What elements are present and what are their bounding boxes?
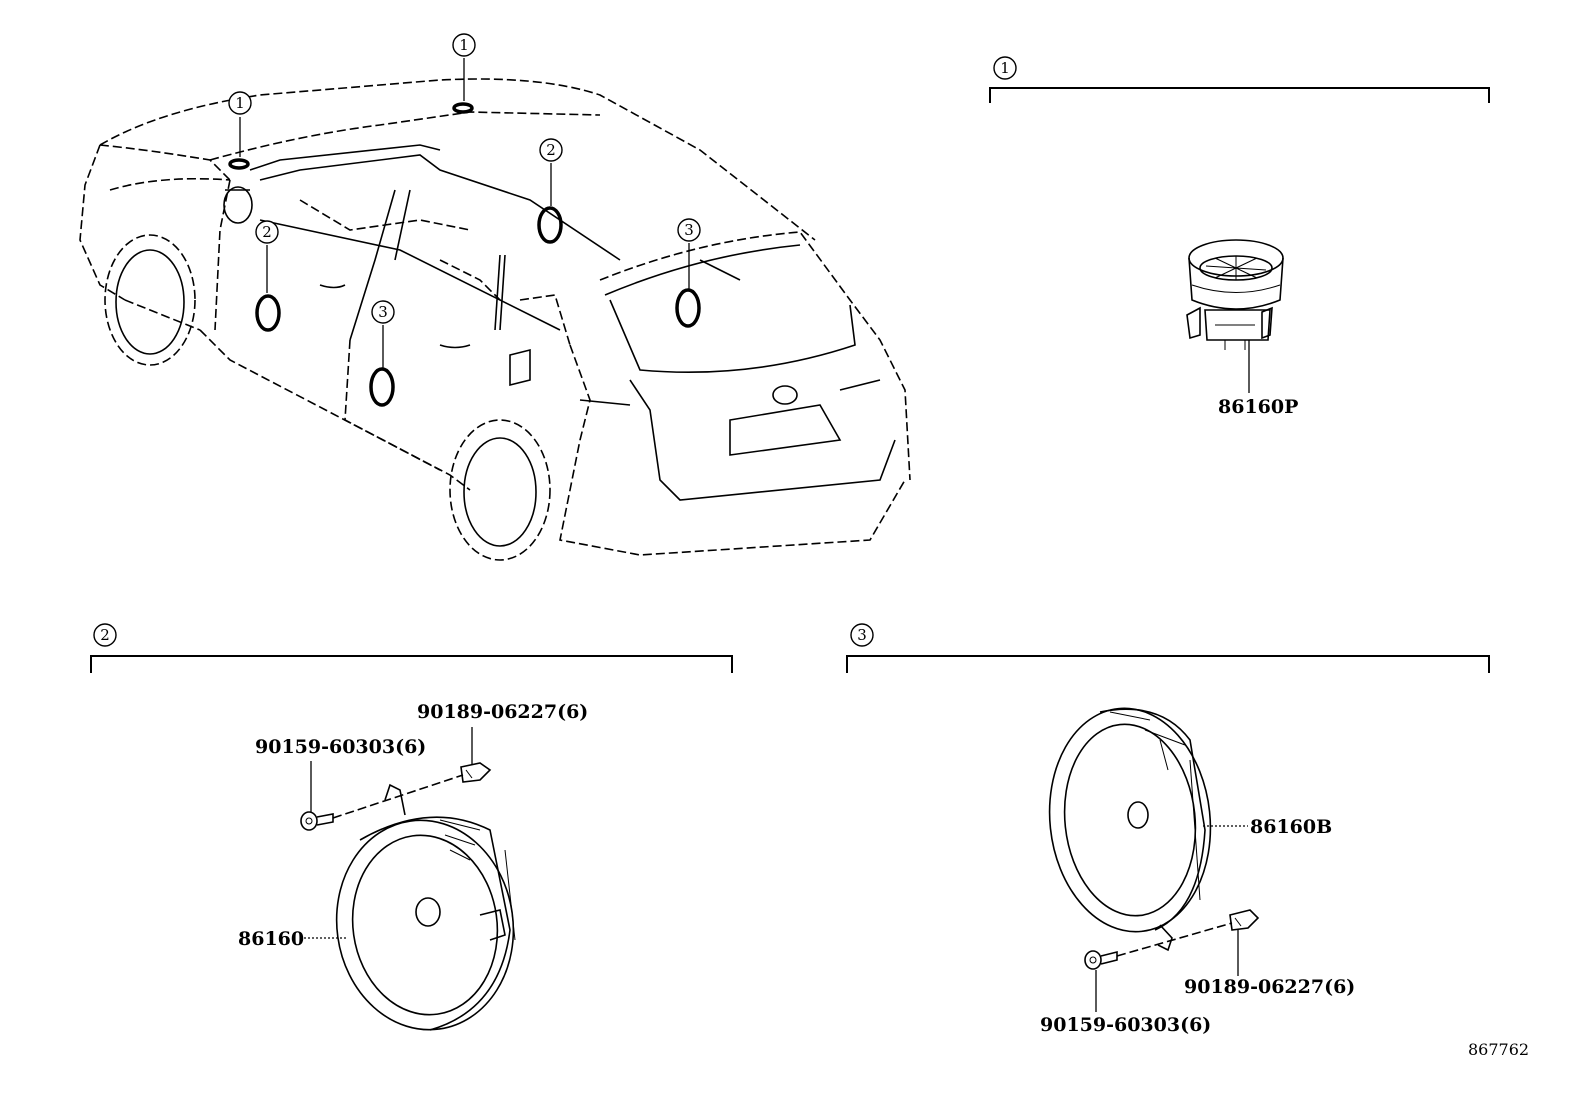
clip-90189-06227-right: [1229, 909, 1260, 931]
speaker-location-2-front-door: [255, 294, 281, 332]
callout-number: 1: [235, 94, 245, 112]
bolt-90159-60303-right: [1084, 950, 1118, 970]
diagram-id: 867762: [1468, 1040, 1529, 1059]
callout-number: 3: [684, 221, 694, 239]
callout-number: 1: [459, 36, 469, 54]
section-1-number-circle: [993, 56, 1017, 80]
part-label-90189-06227-right: 90189-06227(6): [1184, 976, 1355, 998]
part-label-86160p: 86160P: [1218, 396, 1298, 418]
section-2-bracket: [90, 655, 733, 673]
bolt-90159-60303-left: [300, 811, 334, 831]
section-3-bracket: [846, 655, 1490, 673]
part-label-86160: 86160: [238, 928, 304, 950]
section-1-bracket: [989, 87, 1490, 103]
speaker-location-1-front: [228, 158, 250, 170]
speaker-location-1-rear: [452, 102, 474, 114]
section-2-number-circle: [93, 623, 117, 647]
callout-circle-1b: [452, 33, 476, 57]
section-3: 3 86160B 90159-60303(6) 90189-06227(: [846, 623, 1490, 1036]
callout-circle-2a: [255, 220, 279, 244]
callout-number: 2: [546, 141, 556, 159]
vehicle-illustration: [79, 78, 911, 561]
part-label-90159-60303-right: 90159-60303(6): [1040, 1014, 1211, 1036]
tweeter-86160p: [1186, 239, 1284, 350]
callout-number: 2: [262, 223, 272, 241]
section-3-number-circle: [850, 623, 874, 647]
callout-number: 3: [378, 303, 388, 321]
speaker-location-3-cargo: [675, 288, 701, 328]
clip-90189-06227-left: [460, 762, 492, 783]
section-2-number: 2: [100, 626, 110, 644]
part-label-86160b: 86160B: [1250, 816, 1332, 838]
vehicle-callouts: 1 1 2 2 3 3: [228, 33, 701, 368]
part-label-90159-60303-left: 90159-60303(6): [255, 736, 426, 758]
section-1: 1 86160P: [989, 56, 1490, 418]
callout-circle-3b: [677, 218, 701, 242]
speaker-location-2-rear: [537, 206, 563, 244]
speaker-86160b: [1048, 707, 1212, 952]
part-label-90189-06227-left: 90189-06227(6): [417, 701, 588, 723]
callout-circle-1a: [228, 91, 252, 115]
callout-circle-2b: [539, 138, 563, 162]
callout-circle-3a: [371, 300, 395, 324]
speaker-location-3-rear-door: [369, 367, 395, 407]
section-2: 2 86160 90159-60303(6) 90189-: [90, 623, 733, 1031]
section-3-number: 3: [857, 626, 867, 644]
section-1-number: 1: [1000, 59, 1010, 77]
speaker-location-markers: [228, 102, 701, 407]
speaker-86160: [335, 783, 516, 1031]
